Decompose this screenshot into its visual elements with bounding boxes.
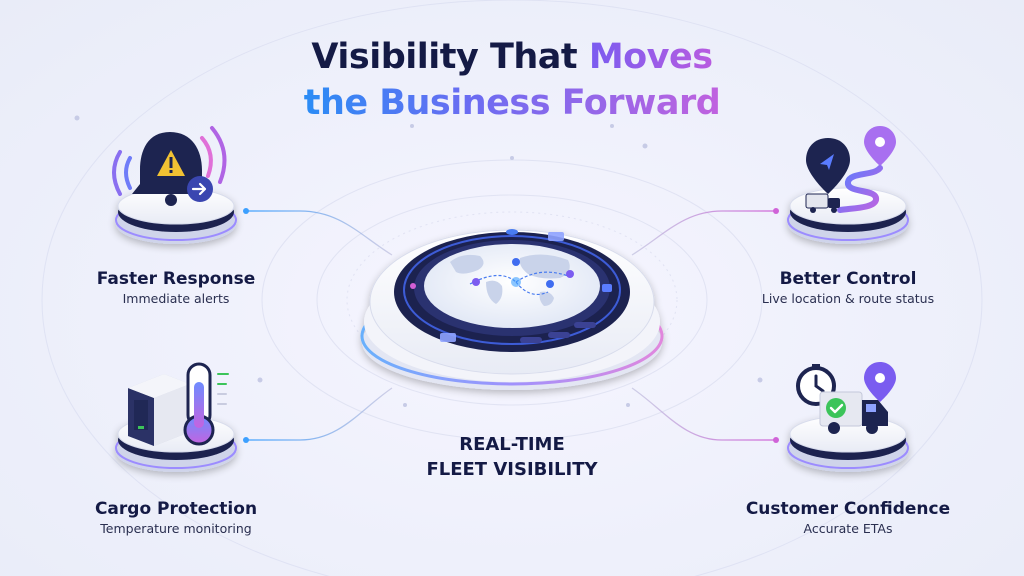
feature-title: Cargo Protection <box>94 499 258 519</box>
center-label: REAL-TIME FLEET VISIBILITY <box>412 432 612 482</box>
feature-subtitle: Accurate ETAs <box>803 521 893 536</box>
page-title: Visibility That Moves the Business Forwa… <box>0 34 1024 126</box>
connector-lines <box>243 208 779 443</box>
title-line-1: Visibility That Moves <box>0 34 1024 80</box>
title-line-1-dark: Visibility That <box>311 37 589 77</box>
feature-subtitle: Temperature monitoring <box>100 521 252 536</box>
world-map <box>450 254 570 306</box>
status-chips <box>520 322 596 343</box>
center-label-line-1: REAL-TIME <box>459 434 565 455</box>
route-map-icon <box>805 126 896 213</box>
feature-cargo-protection: Cargo Protection Temperature monitoring <box>56 498 296 538</box>
map-pins <box>472 258 574 288</box>
feature-subtitle: Immediate alerts <box>122 291 230 306</box>
background-arcs <box>41 0 983 576</box>
title-line-2-text: the Business Forward <box>303 83 721 123</box>
feature-title: Customer Confidence <box>745 499 951 519</box>
center-label-line-2: FLEET VISIBILITY <box>426 459 598 480</box>
title-line-1-accent: Moves <box>588 37 713 77</box>
feature-better-control: Better Control Live location & route sta… <box>728 268 968 308</box>
feature-customer-confidence: Customer Confidence Accurate ETAs <box>718 498 978 538</box>
background-dots <box>74 115 763 407</box>
feature-title: Better Control <box>779 269 917 289</box>
central-hub <box>360 229 664 390</box>
alert-bell-icon <box>112 126 227 206</box>
feature-subtitle: Live location & route status <box>761 291 935 306</box>
feature-faster-response: Faster Response Immediate alerts <box>56 268 296 308</box>
platform-faster-response <box>115 187 237 244</box>
feature-title: Faster Response <box>96 269 256 289</box>
delivery-truck-icon <box>796 362 896 434</box>
thermometer-icon <box>128 362 229 446</box>
title-line-2: the Business Forward <box>0 80 1024 126</box>
